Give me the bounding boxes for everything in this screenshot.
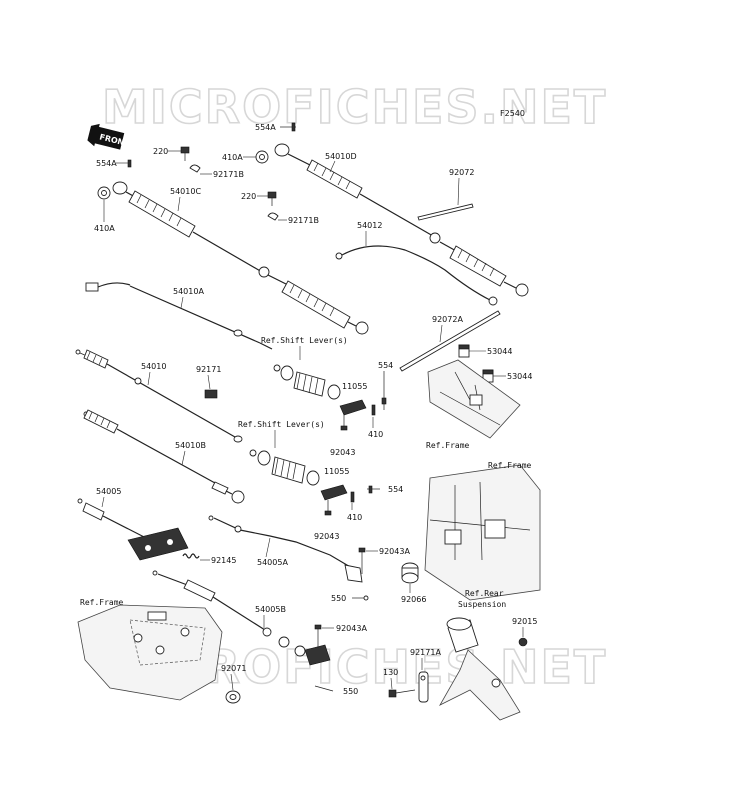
label-410-b: 410: [347, 513, 362, 522]
label-92066: 92066: [401, 595, 426, 604]
label-410-a: 410: [368, 430, 383, 439]
label-54005: 54005: [96, 487, 121, 496]
label-54012: 54012: [357, 221, 382, 230]
clip-92171: [204, 389, 218, 399]
label-554a-top: 554A: [255, 123, 276, 132]
label-53044-b: 53044: [507, 372, 532, 381]
label-550-a: 550: [331, 594, 346, 603]
pin-410-b: [350, 491, 355, 503]
pin-550-a: [352, 595, 369, 601]
label-92171b-a: 92171B: [213, 170, 244, 179]
bushing-92066: [401, 562, 419, 584]
pin-92043-b: [324, 500, 332, 516]
bracket-92171a: [418, 671, 429, 703]
label-ref-frame-1: Ref.Frame: [426, 441, 470, 450]
label-220-a: 220: [153, 147, 168, 156]
grommet-92071: [225, 690, 241, 704]
label-554-b: 554: [388, 485, 403, 494]
cable-54012: [335, 245, 498, 306]
diagram-code: F2540: [500, 109, 525, 118]
shift-lever-boot-upper: [273, 364, 341, 400]
label-ref-rear-1: Ref.Rear: [465, 589, 504, 598]
label-54010c: 54010C: [170, 187, 201, 196]
bolt-554a-left: [127, 159, 132, 168]
bolt-220-b: [267, 191, 277, 206]
nut-92015: [518, 637, 528, 647]
frame-right-middle: [424, 464, 541, 601]
bolt-130: [388, 689, 416, 698]
label-54010b: 54010B: [175, 441, 206, 450]
pin-410-a: [371, 404, 376, 416]
label-54010: 54010: [141, 362, 166, 371]
pin-92043a-b: [314, 624, 322, 648]
label-92145: 92145: [211, 556, 236, 565]
rear-suspension: [438, 617, 521, 721]
pin-550-b: [314, 685, 334, 692]
label-554-a: 554: [378, 361, 393, 370]
label-92043a-a: 92043A: [379, 547, 410, 556]
clip-92171b-b: [267, 212, 279, 221]
label-410a-a: 410A: [222, 153, 243, 162]
label-54010a: 54010A: [173, 287, 204, 296]
label-92043-a: 92043: [330, 448, 355, 457]
label-ref-frame-2: Ref.Frame: [488, 461, 532, 470]
bolt-554a-top: [280, 122, 296, 132]
frame-left-lower: [77, 604, 223, 701]
clip-92171b-a: [189, 164, 201, 173]
cable-54010d: [274, 143, 529, 297]
frame-right-upper: [427, 359, 521, 439]
front-arrow-icon: FRONT: [87, 123, 131, 150]
bracket-11055-b: [320, 484, 348, 501]
label-53044-a: 53044: [487, 347, 512, 356]
pin-92043a-a: [358, 547, 366, 574]
watermark-top: MICROFICHES.NET: [102, 80, 607, 134]
rod-54005a: [208, 515, 363, 583]
label-92072: 92072: [449, 168, 474, 177]
tie-92072a: [399, 310, 501, 372]
label-92171: 92171: [196, 365, 221, 374]
label-11055-a: 11055: [342, 382, 367, 391]
label-550-b: 550: [343, 687, 358, 696]
cable-54010c: [112, 181, 369, 335]
bolt-554-a: [381, 397, 387, 405]
bolt-220-a: [180, 146, 190, 161]
label-130: 130: [383, 668, 398, 677]
cable-54010: [75, 349, 243, 443]
cable-54010b: [83, 409, 245, 504]
washer-410a-a: [255, 150, 269, 164]
bolt-554-b: [367, 485, 380, 494]
cable-54010a: [85, 282, 273, 350]
label-11055-b: 11055: [324, 467, 349, 476]
label-220-b: 220: [241, 192, 256, 201]
label-92015: 92015: [512, 617, 537, 626]
label-54005b: 54005B: [255, 605, 286, 614]
clamp-53044-a: [458, 344, 470, 358]
label-554a-left: 554A: [96, 159, 117, 168]
label-410a-b: 410A: [94, 224, 115, 233]
label-92171a: 92171A: [410, 648, 441, 657]
label-54005a: 54005A: [257, 558, 288, 567]
pin-92043-a: [340, 414, 348, 431]
tie-92072: [417, 203, 474, 221]
label-ref-shift-1: Ref.Shift Lever(s): [261, 336, 348, 345]
cable-54005: [77, 498, 189, 561]
label-92043a-b: 92043A: [336, 624, 367, 633]
label-92071: 92071: [221, 664, 246, 673]
label-ref-shift-2: Ref.Shift Lever(s): [238, 420, 325, 429]
label-54010d: 54010D: [325, 152, 357, 161]
label-92043-b: 92043: [314, 532, 339, 541]
washer-410a-b: [97, 186, 111, 200]
label-92072a: 92072A: [432, 315, 463, 324]
bracket-11055-a: [339, 399, 367, 416]
label-ref-rear-2: Suspension: [458, 600, 506, 609]
label-92171b-b: 92171B: [288, 216, 319, 225]
spring-92145: [182, 553, 200, 559]
label-ref-frame-3: Ref.Frame: [80, 598, 124, 607]
shift-lever-boot-lower: [249, 449, 320, 486]
